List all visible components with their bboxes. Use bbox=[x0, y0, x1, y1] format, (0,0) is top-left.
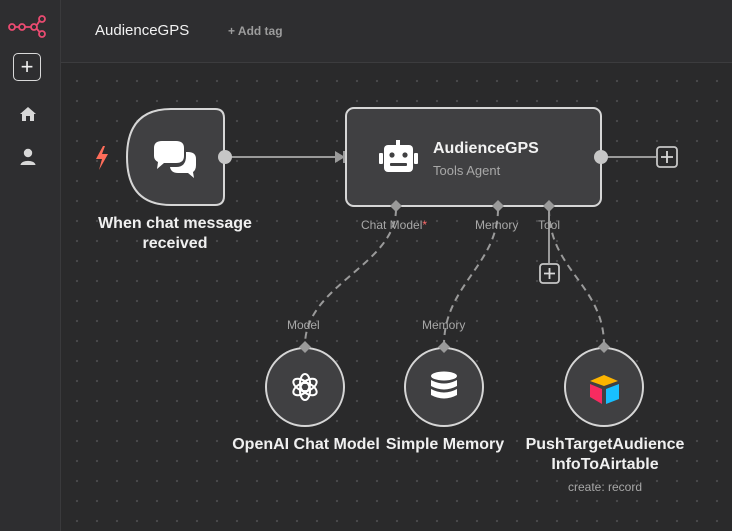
agent-node-title: AudienceGPS bbox=[433, 140, 539, 157]
agent-output-handle[interactable] bbox=[594, 150, 608, 164]
chat-model-port-handle[interactable] bbox=[390, 200, 402, 212]
tool-input-handle[interactable] bbox=[598, 341, 610, 353]
lightning-icon bbox=[96, 146, 108, 170]
trigger-output-handle[interactable] bbox=[218, 150, 232, 164]
openai-chat-model-node[interactable] bbox=[265, 347, 345, 427]
airtable-icon bbox=[590, 375, 619, 404]
airtable-tool-node[interactable] bbox=[564, 347, 644, 427]
connection-tool[interactable] bbox=[548, 208, 605, 346]
openai-icon bbox=[292, 373, 318, 401]
tool-port-label: Tool bbox=[538, 218, 561, 232]
simple-memory-label: Simple Memory bbox=[385, 436, 505, 453]
connection-memory[interactable] bbox=[443, 208, 499, 346]
chat-trigger-label-line1: When chat message bbox=[98, 215, 252, 232]
add-tag-button[interactable]: + Add tag bbox=[228, 24, 283, 38]
home-icon[interactable] bbox=[17, 103, 39, 125]
memory-port-label: Memory bbox=[475, 218, 519, 232]
memory-port-handle[interactable] bbox=[492, 200, 504, 212]
memory-input-port-label: Memory bbox=[422, 318, 466, 332]
required-marker: * bbox=[422, 218, 428, 232]
agent-add-next-node-button[interactable] bbox=[656, 146, 678, 168]
memory-input-handle[interactable] bbox=[438, 341, 450, 353]
database-icon bbox=[431, 371, 457, 399]
chat-trigger-label: When chat message received bbox=[85, 214, 265, 254]
model-input-handle[interactable] bbox=[299, 341, 311, 353]
new-workflow-button[interactable]: + bbox=[13, 53, 41, 81]
user-icon[interactable] bbox=[17, 146, 39, 168]
airtable-tool-label-line1: PushTargetAudience bbox=[525, 436, 685, 453]
workflow-title[interactable]: AudienceGPS bbox=[95, 22, 190, 39]
chat-model-port-label: Chat Model* bbox=[361, 218, 427, 232]
agent-input-handle[interactable] bbox=[343, 151, 346, 163]
connection-chat-model[interactable] bbox=[304, 208, 397, 346]
model-input-port-label: Model bbox=[287, 318, 320, 332]
airtable-tool-label: PushTargetAudience InfoToAirtable bbox=[520, 435, 690, 475]
robot-icon bbox=[379, 140, 418, 172]
chat-trigger-label-line2: received bbox=[142, 235, 208, 252]
sidebar: + bbox=[0, 0, 61, 531]
n8n-logo-icon[interactable] bbox=[8, 14, 48, 38]
airtable-tool-subtitle: create: record bbox=[567, 480, 643, 494]
openai-chat-model-label: OpenAI Chat Model bbox=[232, 436, 380, 453]
chat-bubbles-icon bbox=[154, 141, 196, 178]
agent-node-subtitle: Tools Agent bbox=[433, 163, 501, 178]
airtable-tool-label-line2: InfoToAirtable bbox=[551, 456, 659, 473]
add-tool-button[interactable] bbox=[539, 263, 560, 284]
chat-model-port-text: Chat Model bbox=[361, 218, 423, 232]
connection-arrow-icon bbox=[335, 151, 345, 163]
workflow-header: AudienceGPS + Add tag bbox=[61, 0, 732, 63]
tool-port-handle[interactable] bbox=[543, 200, 555, 212]
